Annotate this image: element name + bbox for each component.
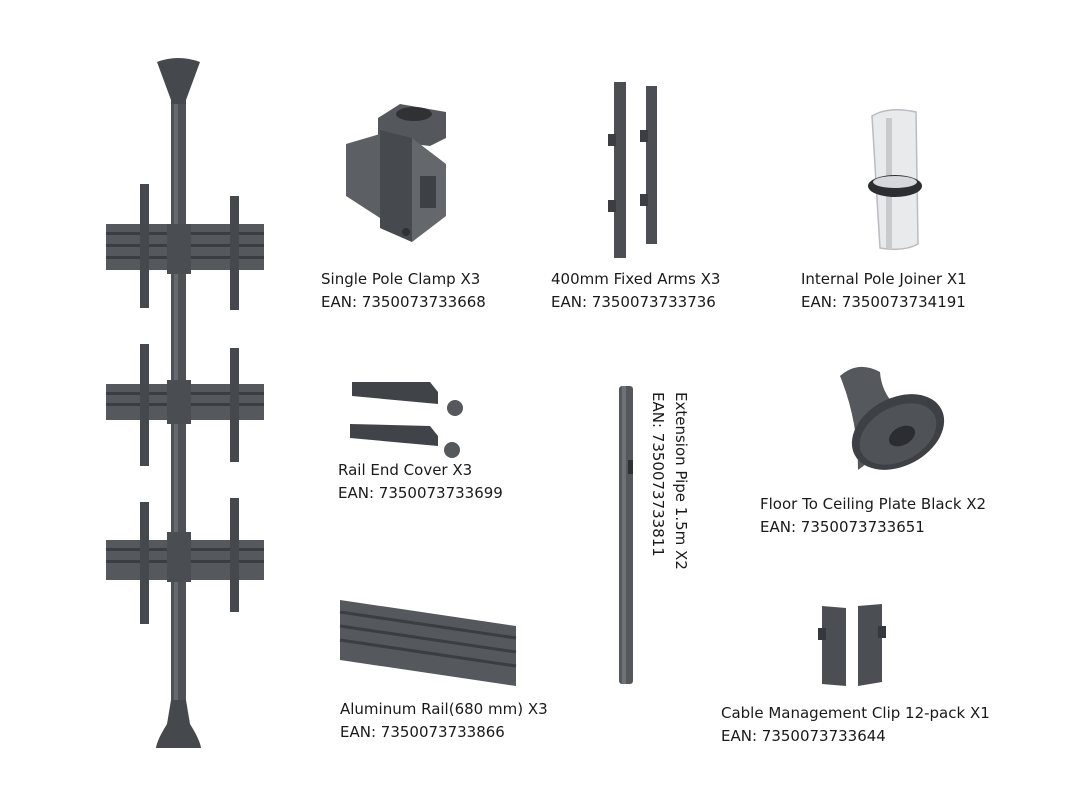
- internal-pole-joiner-image: [868, 109, 922, 251]
- part-name: Aluminum Rail(680 mm) X3: [340, 700, 548, 718]
- label-aluminum-rail: Aluminum Rail(680 mm) X3 EAN: 7350073733…: [340, 698, 548, 744]
- label-cable-clip: Cable Management Clip 12-pack X1 EAN: 73…: [721, 702, 990, 748]
- cable-clip-image: [818, 604, 886, 686]
- single-pole-clamp-image: [346, 104, 446, 242]
- label-single-pole-clamp: Single Pole Clamp X3 EAN: 7350073733668: [321, 268, 486, 314]
- extension-pipe-image: [619, 386, 633, 684]
- part-name: Internal Pole Joiner X1: [801, 270, 967, 288]
- aluminum-rail-image: [339, 600, 517, 686]
- part-ean: EAN: 7350073733866: [340, 723, 505, 741]
- part-ean: EAN: 7350073733644: [721, 727, 886, 745]
- part-ean: EAN: 7350073733811: [649, 392, 667, 557]
- part-name: Extension Pipe 1.5m X2: [672, 392, 690, 570]
- assembled-stand-image: [106, 58, 264, 748]
- part-ean: EAN: 7350073733668: [321, 293, 486, 311]
- part-ean: EAN: 7350073734191: [801, 293, 966, 311]
- label-internal-pole-joiner: Internal Pole Joiner X1 EAN: 73500737341…: [801, 268, 967, 314]
- part-name: Cable Management Clip 12-pack X1: [721, 704, 990, 722]
- label-extension-pipe: Extension Pipe 1.5m X2 EAN: 735007373381…: [646, 392, 692, 570]
- rail-end-cover-image: [350, 382, 463, 458]
- part-name: Single Pole Clamp X3: [321, 270, 481, 288]
- part-ean: EAN: 7350073733651: [760, 518, 925, 536]
- part-ean: EAN: 7350073733699: [338, 484, 503, 502]
- part-ean: EAN: 7350073733736: [551, 293, 716, 311]
- label-fixed-arms: 400mm Fixed Arms X3 EAN: 7350073733736: [551, 268, 720, 314]
- fixed-arms-image: [608, 82, 657, 258]
- part-name: Floor To Ceiling Plate Black X2: [760, 495, 987, 513]
- label-rail-end-cover: Rail End Cover X3 EAN: 7350073733699: [338, 459, 503, 505]
- part-name: 400mm Fixed Arms X3: [551, 270, 721, 288]
- label-floor-ceiling-plate: Floor To Ceiling Plate Black X2 EAN: 735…: [760, 493, 986, 539]
- part-name: Rail End Cover X3: [338, 461, 473, 479]
- floor-ceiling-plate-image: [840, 366, 945, 470]
